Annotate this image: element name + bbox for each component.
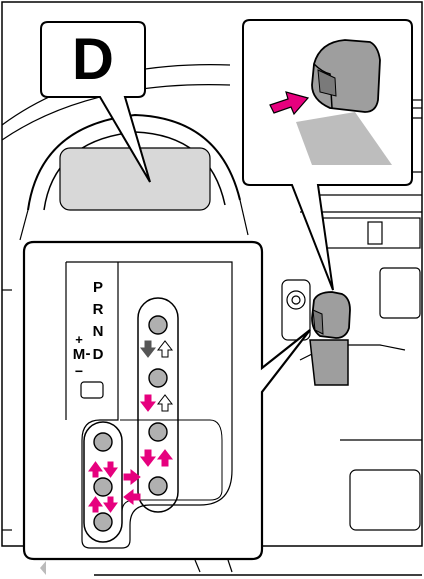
gate-label-r: R	[93, 301, 104, 318]
gate-dot-d	[149, 477, 167, 495]
shift-gate-callout: P R N D M - + −	[24, 242, 310, 559]
gate-label-minus: −	[75, 363, 83, 379]
gate-label-plus: +	[75, 332, 83, 347]
gear-display: D	[72, 27, 114, 92]
gate-label-n: N	[93, 323, 104, 340]
gate-dot-n	[149, 423, 167, 441]
gate-dot-r	[149, 369, 167, 387]
gate-label-d: D	[93, 346, 104, 363]
console-shift-lever	[310, 292, 350, 385]
gate-label-p: P	[93, 279, 103, 296]
gate-dot-minus	[94, 513, 112, 531]
knob-press-callout	[243, 20, 412, 290]
gate-dot-p	[149, 316, 167, 334]
page-corner-marker	[40, 561, 46, 575]
gate-label-m: M	[73, 346, 86, 363]
gate-label-dash: -	[86, 345, 91, 362]
gate-dot-plus	[94, 433, 112, 451]
shift-knob-icon	[312, 40, 380, 112]
gate-dot-m	[94, 478, 112, 496]
